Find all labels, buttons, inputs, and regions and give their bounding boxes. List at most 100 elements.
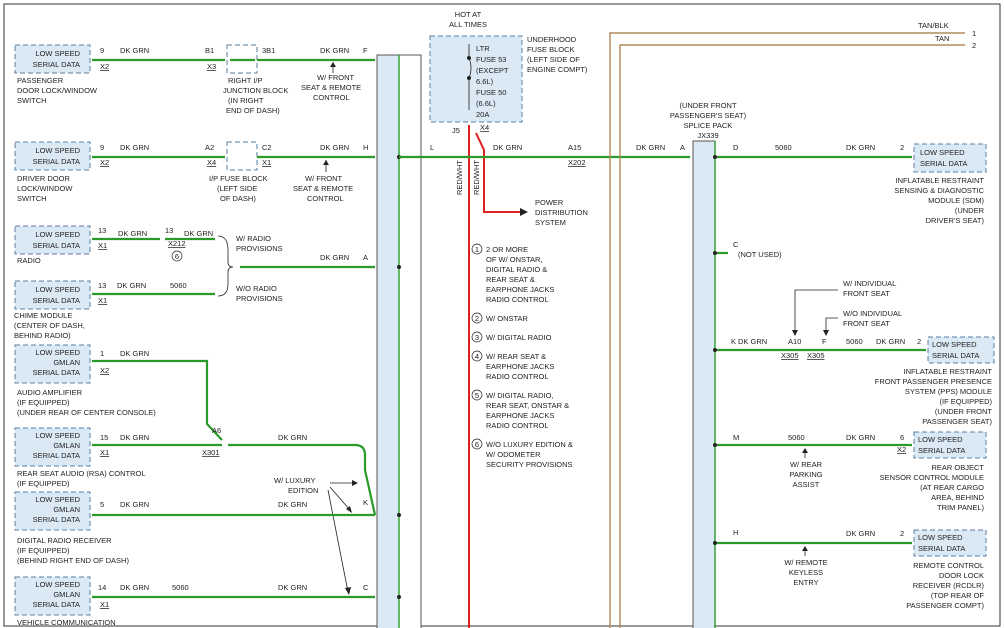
svg-text:VEHICLE COMMUNICATION: VEHICLE COMMUNICATION: [17, 618, 116, 627]
svg-text:13: 13: [98, 281, 106, 290]
svg-text:DK GRN: DK GRN: [846, 143, 875, 152]
svg-text:PASSENGER'S SEAT): PASSENGER'S SEAT): [670, 111, 747, 120]
svg-text:F: F: [822, 337, 827, 346]
svg-text:CONTROL: CONTROL: [307, 194, 344, 203]
svg-text:FRONT SEAT: FRONT SEAT: [843, 319, 890, 328]
legend-text: W/ ONSTAR: [486, 314, 529, 323]
svg-text:X2: X2: [897, 445, 906, 454]
svg-text:(LEFT SIDE OF: (LEFT SIDE OF: [527, 55, 580, 64]
module-sdm: LOW SPEED SERIAL DATA INFLATABLE RESTRAI…: [894, 143, 987, 225]
svg-text:X1: X1: [98, 296, 107, 305]
svg-text:(UNDER FRONT: (UNDER FRONT: [679, 101, 736, 110]
svg-text:SERIAL DATA: SERIAL DATA: [33, 600, 80, 609]
svg-text:(IN RIGHT: (IN RIGHT: [228, 96, 264, 105]
svg-text:SERIAL DATA: SERIAL DATA: [33, 241, 80, 250]
svg-text:5060: 5060: [172, 583, 189, 592]
svg-text:FRONT SEAT: FRONT SEAT: [843, 289, 890, 298]
svg-text:LOW SPEED: LOW SPEED: [918, 533, 963, 542]
svg-text:ENGINE COMPT): ENGINE COMPT): [527, 65, 588, 74]
svg-text:PASSENGER: PASSENGER: [17, 76, 64, 85]
svg-text:AREA, BEHIND: AREA, BEHIND: [931, 493, 985, 502]
svg-text:A15: A15: [568, 143, 581, 152]
svg-text:W/ INDIVIDUAL: W/ INDIVIDUAL: [843, 279, 896, 288]
svg-text:X212: X212: [168, 239, 186, 248]
svg-text:(EXCEPT: (EXCEPT: [476, 66, 509, 75]
splice-bar-left: [376, 54, 400, 628]
svg-text:9: 9: [100, 143, 104, 152]
svg-text:FUSE BLOCK: FUSE BLOCK: [527, 45, 575, 54]
svg-text:HOT AT: HOT AT: [455, 10, 482, 19]
svg-text:(IF EQUIPPED): (IF EQUIPPED): [17, 479, 70, 488]
svg-text:JUNCTION BLOCK: JUNCTION BLOCK: [223, 86, 288, 95]
svg-text:X305: X305: [781, 351, 799, 360]
lss-line1: LOW SPEED: [35, 49, 80, 58]
legend-number-circle: [471, 312, 483, 324]
module-chime: LOW SPEED SERIAL DATA 13 X1 DK GRN 5060 …: [14, 280, 187, 340]
svg-text:B1: B1: [205, 46, 214, 55]
svg-text:D: D: [733, 143, 739, 152]
svg-text:PROVISIONS: PROVISIONS: [236, 294, 283, 303]
legend-text: REAR SEAT &: [486, 275, 535, 284]
svg-text:SYSTEM (PPS) MODULE: SYSTEM (PPS) MODULE: [905, 387, 992, 396]
svg-text:DIGITAL RADIO RECEIVER: DIGITAL RADIO RECEIVER: [17, 536, 112, 545]
svg-text:W/ FRONT: W/ FRONT: [305, 174, 342, 183]
svg-text:DK GRN: DK GRN: [846, 529, 875, 538]
svg-text:13: 13: [98, 226, 106, 235]
svg-text:ALL TIMES: ALL TIMES: [449, 20, 487, 29]
svg-text:KEYLESS: KEYLESS: [789, 568, 823, 577]
ip-fuse-block: A2 X4 C2 X1 I/P FUSE BLOCK (LEFT SIDE OF…: [205, 141, 272, 203]
legend-text: RADIO CONTROL: [486, 421, 549, 430]
svg-text:W/ FRONT: W/ FRONT: [317, 73, 354, 82]
svg-text:6: 6: [175, 252, 179, 261]
svg-text:LTR: LTR: [476, 44, 490, 53]
svg-text:DK GRN: DK GRN: [278, 433, 307, 442]
svg-text:RED/WHT: RED/WHT: [455, 160, 464, 195]
svg-text:J5: J5: [452, 126, 460, 135]
legend-text: W/ DIGITAL RADIO: [486, 333, 552, 342]
svg-text:SERIAL DATA: SERIAL DATA: [920, 159, 967, 168]
svg-text:SERIAL DATA: SERIAL DATA: [33, 451, 80, 460]
svg-text:RIGHT I/P: RIGHT I/P: [228, 76, 262, 85]
svg-text:F: F: [363, 46, 368, 55]
svg-text:W/ LUXURY: W/ LUXURY: [274, 476, 316, 485]
svg-text:1: 1: [972, 29, 976, 38]
svg-text:REAR SEAT AUDIO (RSA) CONTROL: REAR SEAT AUDIO (RSA) CONTROL: [17, 469, 146, 478]
svg-text:FRONT PASSENGER PRESENCE: FRONT PASSENGER PRESENCE: [875, 377, 992, 386]
lss-line2: SERIAL DATA: [33, 60, 80, 69]
svg-text:TRIM PANEL): TRIM PANEL): [937, 503, 984, 512]
svg-text:A: A: [363, 253, 368, 262]
svg-text:SWITCH: SWITCH: [17, 194, 47, 203]
svg-text:DK GRN: DK GRN: [278, 583, 307, 592]
legend-text: OF W/ ONSTAR,: [486, 255, 543, 264]
svg-text:DK GRN: DK GRN: [120, 583, 149, 592]
module-passenger-door: LOW SPEED SERIAL DATA 9 X2 PASSENGER DOO…: [14, 44, 109, 105]
legend-text: REAR SEAT, ONSTAR &: [486, 401, 569, 410]
svg-text:LOCK/WINDOW: LOCK/WINDOW: [17, 184, 73, 193]
legend-number: 2: [475, 314, 479, 323]
module-radio: LOW SPEED SERIAL DATA 13 X1 RADIO DK GRN…: [14, 225, 213, 265]
svg-text:X301: X301: [202, 448, 220, 457]
svg-text:2: 2: [917, 337, 921, 346]
svg-text:5060: 5060: [788, 433, 805, 442]
svg-text:RECEIVER (RCDLR): RECEIVER (RCDLR): [913, 581, 985, 590]
svg-text:DRIVER'S SEAT): DRIVER'S SEAT): [926, 216, 985, 225]
module-pps: LOW SPEED SERIAL DATA INFLATABLE RESTRAI…: [875, 336, 995, 426]
legend-number: 4: [475, 352, 479, 361]
module-driver-door: LOW SPEED SERIAL DATA 9 X2 DRIVER DOOR L…: [14, 141, 109, 203]
svg-text:9: 9: [100, 46, 104, 55]
svg-text:X2: X2: [100, 158, 109, 167]
svg-text:JX339: JX339: [697, 131, 718, 140]
svg-text:3B1: 3B1: [262, 46, 275, 55]
svg-text:6.6L): 6.6L): [476, 77, 494, 86]
svg-text:PASSENGER SEAT): PASSENGER SEAT): [922, 417, 992, 426]
svg-text:X1: X1: [100, 448, 109, 457]
svg-text:FUSE 53: FUSE 53: [476, 55, 506, 64]
legend-number-circle: [471, 243, 483, 255]
legend-text: RADIO CONTROL: [486, 372, 549, 381]
svg-text:RADIO: RADIO: [17, 256, 41, 265]
svg-text:2: 2: [972, 41, 976, 50]
svg-text:END OF DASH): END OF DASH): [226, 106, 280, 115]
svg-text:SERIAL DATA: SERIAL DATA: [932, 351, 979, 360]
svg-text:LOW SPEED: LOW SPEED: [35, 580, 80, 589]
svg-text:SERIAL DATA: SERIAL DATA: [33, 296, 80, 305]
